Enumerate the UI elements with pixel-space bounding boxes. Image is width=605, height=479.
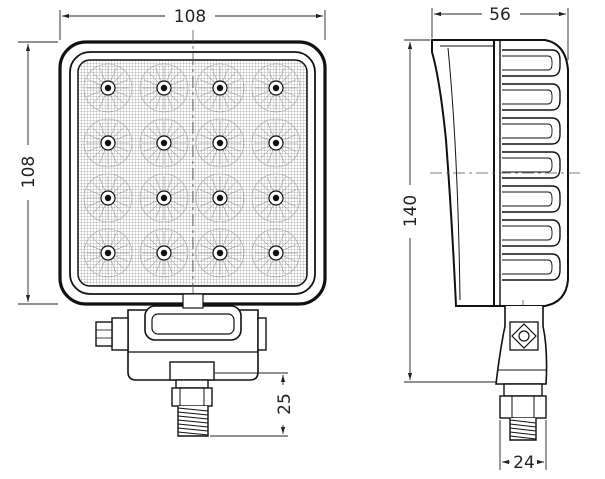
dim-front-height: 108 [18, 41, 58, 305]
dim-side-depth: 56 [431, 5, 569, 60]
cooling-fin [502, 185, 561, 213]
led [251, 118, 301, 168]
cooling-fin [502, 83, 561, 111]
led [251, 228, 301, 278]
dim-stud-length: 25 [210, 372, 295, 437]
side-bracket [495, 306, 548, 385]
led [83, 228, 133, 278]
led [83, 63, 133, 113]
dim-front-width-label: 108 [174, 7, 206, 27]
led [251, 63, 301, 113]
led [139, 228, 189, 278]
led [139, 63, 189, 113]
led [195, 118, 245, 168]
led [195, 228, 245, 278]
front-bracket [95, 293, 267, 381]
led [139, 173, 189, 223]
dim-front-width: 108 [59, 7, 326, 40]
led [83, 173, 133, 223]
cooling-fin [502, 151, 561, 179]
led [139, 118, 189, 168]
cooling-fin [502, 253, 561, 281]
dim-stud-width-label: 24 [513, 453, 535, 473]
led-grid [83, 63, 301, 278]
dim-stud-length-label: 25 [275, 393, 295, 415]
cooling-fins [502, 49, 561, 281]
led [251, 173, 301, 223]
cooling-fin [502, 49, 561, 77]
dim-front-height-label: 108 [19, 156, 39, 188]
front-bolt [169, 361, 215, 437]
front-view: 108 108 25 [18, 7, 327, 437]
cooling-fin [502, 117, 561, 145]
dim-stud-width: 24 [499, 420, 547, 473]
dim-side-height-label: 140 [401, 195, 421, 227]
led [195, 173, 245, 223]
cooling-fin [502, 219, 561, 247]
side-view: 56 140 24 [401, 5, 580, 473]
dim-side-height: 140 [401, 39, 496, 383]
front-lens [77, 59, 308, 287]
side-bolt [499, 383, 547, 441]
led [83, 118, 133, 168]
dim-side-depth-label: 56 [489, 5, 511, 25]
led [195, 63, 245, 113]
